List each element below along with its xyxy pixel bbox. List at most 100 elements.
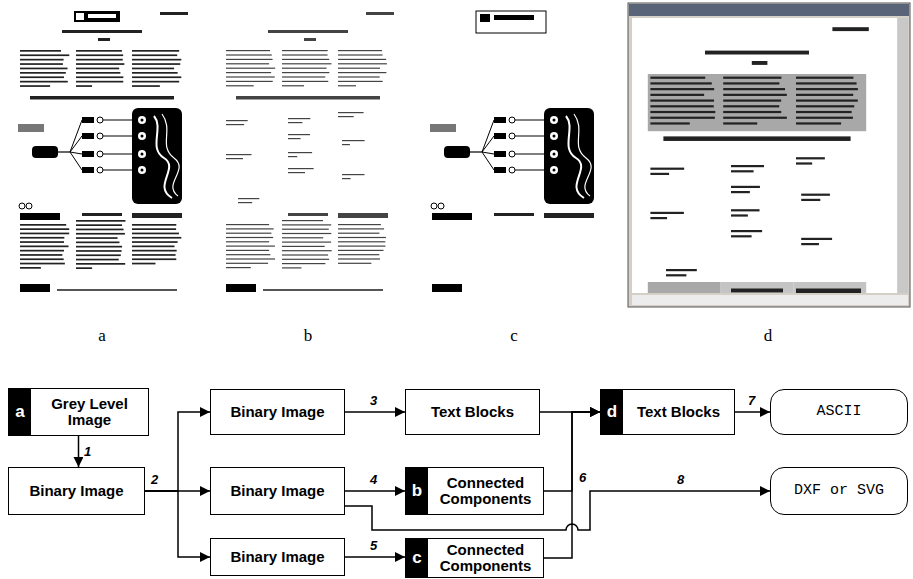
page-mark [76,13,84,20]
box-label: Binary Image [230,549,324,565]
text-line [801,194,830,196]
box-label: Binary Image [230,404,324,420]
page-mark [88,14,116,18]
coupler-symbol [509,117,515,123]
text-line [20,85,50,87]
page-mark [30,96,174,100]
port-symbol [550,150,558,158]
text-line [226,63,269,64]
text-line [226,258,275,259]
text-line [226,237,273,238]
process-box: aGrey Level Image [8,388,149,436]
text-line [20,246,69,248]
text-line [132,72,178,74]
text-line [338,246,385,247]
process-box: Binary Image [210,467,345,515]
text-line [132,250,177,252]
text-line [288,156,297,157]
text-line [76,263,125,265]
text-line [226,233,271,234]
text-line [288,138,301,139]
box-label: Text Blocks [637,404,720,420]
fiber-line [515,154,544,155]
port-symbol [550,132,558,140]
text-line [723,88,785,90]
text-line [342,140,365,141]
text-line [238,202,252,203]
text-line [226,81,273,82]
modulator-symbol [82,133,94,139]
fiber-line [103,154,132,155]
text-line [338,59,386,60]
text-line [282,220,323,221]
text-line [226,50,270,51]
text-line [666,274,686,276]
text-line [132,50,179,52]
text-line [282,59,329,60]
page-mark [132,213,182,218]
text-line [796,122,841,124]
text-line [20,237,64,239]
diagram-block [430,124,456,132]
text-line [132,224,176,226]
text-line [132,228,176,230]
page-ground [424,8,604,300]
page-mark [288,213,328,216]
text-line [288,122,302,123]
text-line [76,233,125,235]
text-line [20,81,68,83]
page-mark [705,51,809,55]
text-block-highlight [648,74,866,131]
text-line [723,117,787,119]
text-line [731,186,760,188]
page-mark [544,213,594,218]
document-page [218,8,398,300]
text-line [76,246,122,248]
text-line [226,241,269,242]
text-line [20,59,64,61]
text-line [650,94,704,96]
flow-arrow [78,436,80,467]
badge-letter: d [601,390,623,434]
text-line [288,172,305,173]
text-line [342,144,350,145]
fiber-line [482,136,494,152]
text-line [342,178,351,179]
document-page [424,8,604,300]
text-line [796,105,854,107]
coupler-symbol [97,151,103,157]
text-line [226,154,251,155]
text-line [282,76,325,77]
text-line [801,238,832,240]
text-line [76,76,123,78]
text-line [132,63,180,65]
text-block-highlight [648,282,721,293]
text-line [238,198,259,199]
text-line [338,68,380,69]
port-symbol [141,153,144,156]
text-line [226,267,251,268]
step-number: 3 [369,393,378,408]
text-line [282,229,329,230]
text-line [76,54,123,56]
window-frame [628,3,910,307]
page-mark [57,289,177,291]
symbol [438,203,444,209]
port-symbol [138,132,146,140]
step-number: 2 [150,472,159,487]
text-line [226,68,275,69]
coupler-symbol [509,167,515,173]
page-ground [12,8,192,300]
fiber-line [70,152,82,170]
text-line [650,168,684,170]
panel-letter: d [764,326,773,345]
text-line [282,259,329,260]
signal-curve [162,114,179,196]
port-symbol [141,135,144,138]
box-label: DXF or SVG [794,483,884,499]
text-line [226,246,275,247]
text-line [20,241,64,243]
text-line [338,263,371,264]
port-symbol [553,169,556,172]
text-line [723,82,779,84]
